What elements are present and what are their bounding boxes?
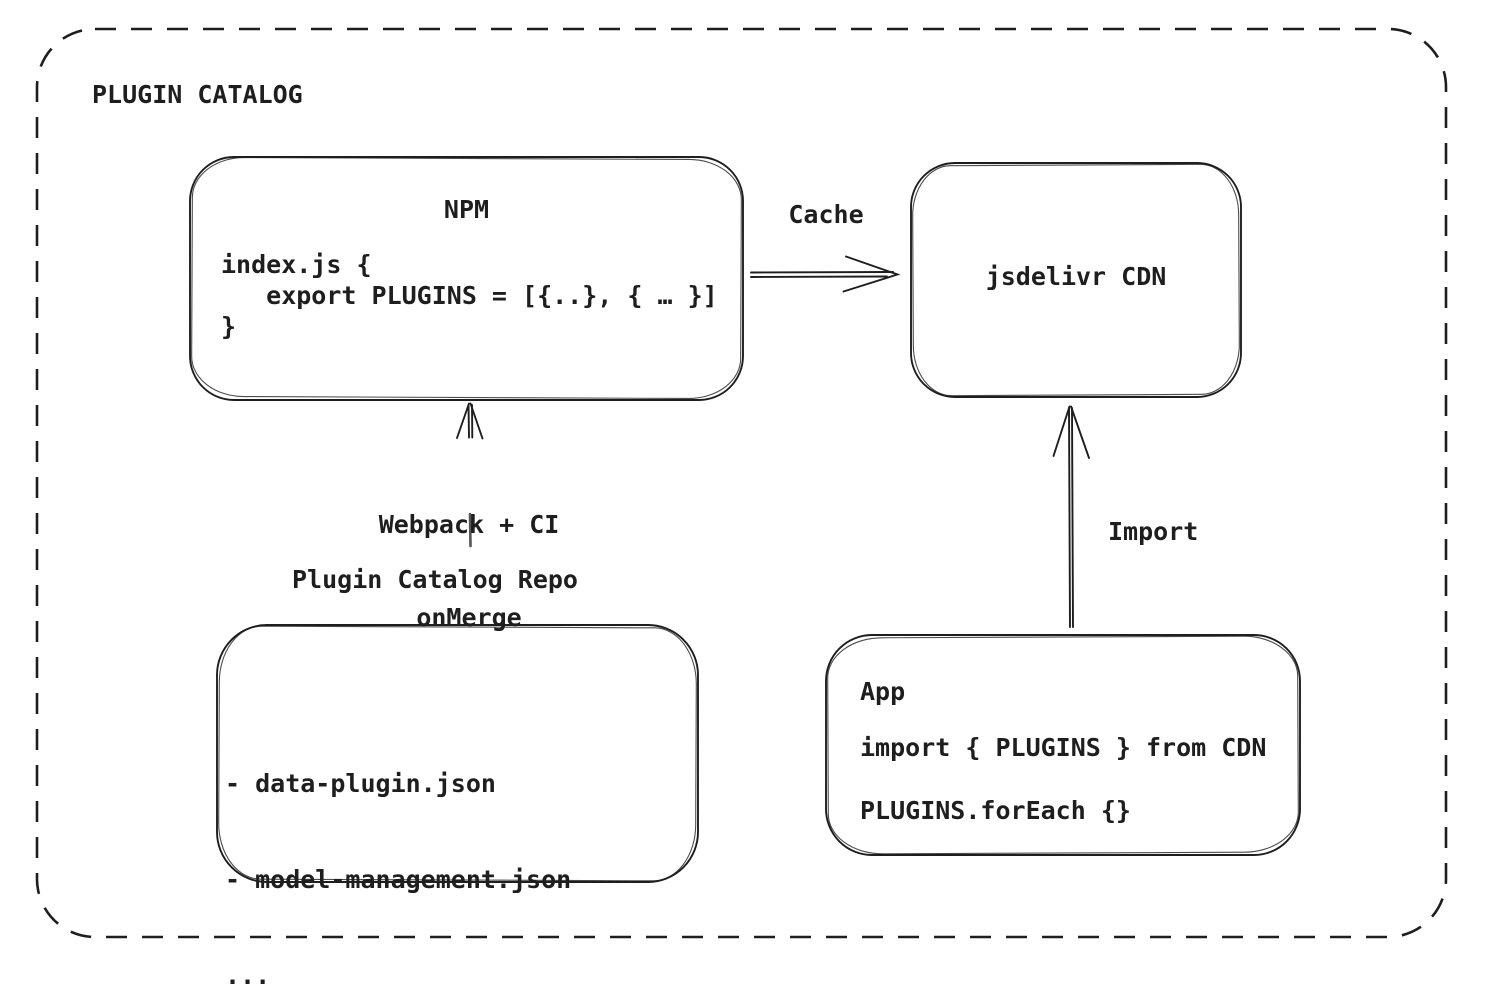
app-box <box>825 634 1301 856</box>
app-code-line-import: import { PLUGINS } from CDN <box>860 733 1267 762</box>
webpack-edge-label-line2: onMerge <box>416 603 522 632</box>
diagram-title: PLUGIN CATALOG <box>92 80 303 109</box>
cache-arrow-head <box>842 255 901 293</box>
npm-box-sketch-stroke <box>191 156 742 400</box>
webpack-arrow <box>456 402 484 548</box>
plugin-catalog-frame <box>35 27 1448 939</box>
cdn-box-sketch-stroke <box>912 163 1240 397</box>
npm-code-block: index.js { export PLUGINS = [{..}, { … }… <box>221 250 718 341</box>
cdn-box-title: jsdelivr CDN <box>985 262 1167 291</box>
repo-box-outline <box>216 624 699 883</box>
npm-box-title: NPM <box>443 195 490 224</box>
repo-box <box>216 624 699 883</box>
npm-box <box>189 156 744 401</box>
cdn-box-outline <box>910 162 1242 398</box>
webpack-arrow-shaft-left <box>467 404 470 439</box>
repo-box-sketch-stroke <box>218 625 697 882</box>
import-arrow-head-left <box>1052 405 1071 457</box>
repo-file-item: - data-plugin.json <box>225 769 496 798</box>
import-arrow-shaft-right <box>1071 407 1074 628</box>
repo-file-item: - model-management.json <box>225 865 572 894</box>
repo-box-label: Plugin Catalog Repo <box>292 565 578 594</box>
cdn-box <box>910 162 1242 398</box>
import-arrow-shaft-left <box>1068 407 1071 628</box>
cache-arrow-shaft-bottom <box>750 275 888 278</box>
cache-edge-label: Cache <box>788 200 864 229</box>
webpack-edge-label: Webpack + CI onMerge <box>344 447 594 695</box>
webpack-arrow-head-right <box>469 402 484 440</box>
repo-file-list: - data-plugin.json - model-management.js… <box>225 704 571 1002</box>
app-box-sketch-stroke <box>827 635 1299 855</box>
webpack-arrow-head-left <box>456 402 470 439</box>
import-arrow-head-right <box>1070 405 1090 459</box>
app-box-title: App <box>860 677 906 706</box>
webpack-edge-label-line1: Webpack + CI <box>378 510 560 539</box>
import-arrow <box>1052 405 1090 628</box>
cache-arrow <box>750 255 901 293</box>
webpack-arrow-tail-segment <box>468 512 472 548</box>
app-code-line-foreach: PLUGINS.forEach {} <box>860 796 1131 825</box>
cache-arrow-shaft-top <box>750 271 894 274</box>
import-edge-label: Import <box>1108 517 1199 546</box>
app-box-outline <box>825 634 1301 856</box>
npm-box-outline <box>189 156 744 401</box>
repo-file-item-ellipsis: ... <box>225 961 271 990</box>
